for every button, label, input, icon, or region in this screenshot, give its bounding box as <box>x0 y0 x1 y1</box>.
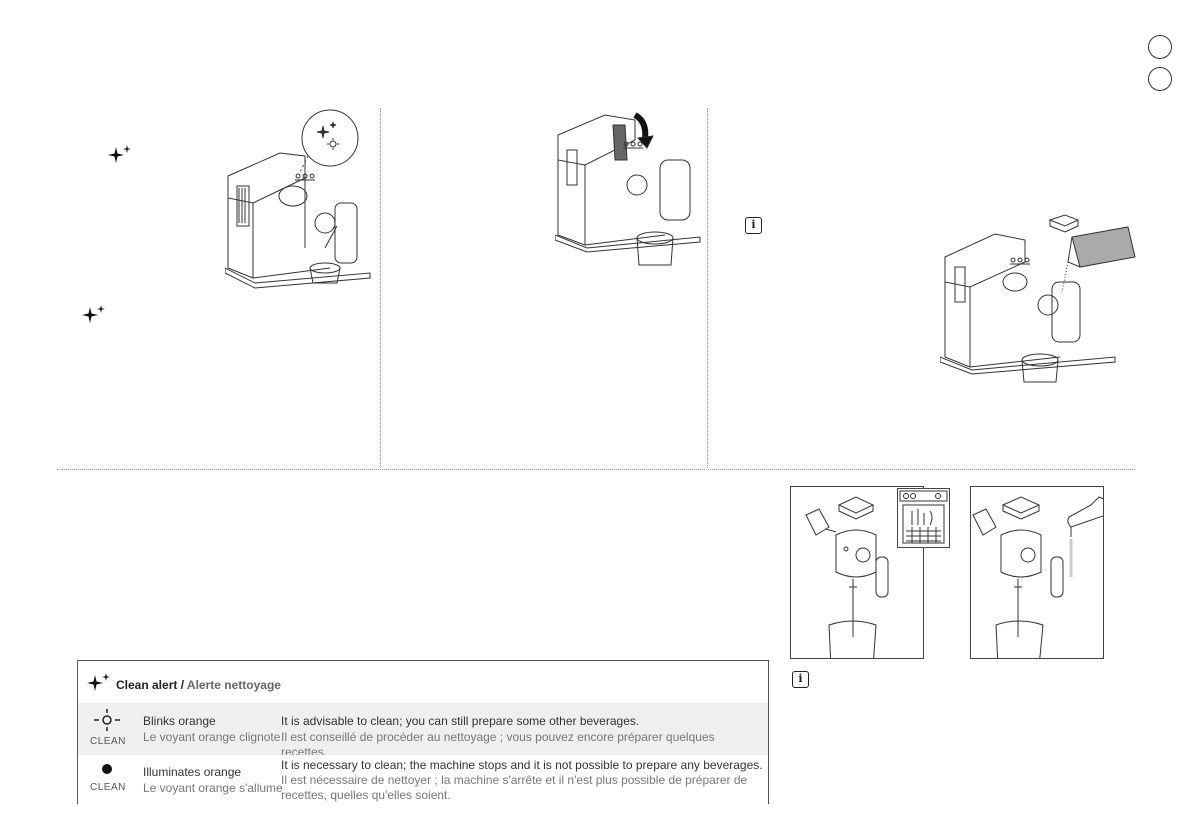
clean-alert-title-en: Clean alert / <box>116 678 185 692</box>
rinse-cleaning-panel <box>970 486 1112 668</box>
state-label-fr: Le voyant orange s'allume <box>143 781 283 795</box>
sparkle-icon <box>108 145 131 163</box>
milk-jug-parts-illustration <box>805 496 889 668</box>
section-divider <box>57 469 1135 470</box>
table-row-illuminates: CLEAN Illuminates orange Le voyant orang… <box>78 755 768 805</box>
clean-alert-header: Clean alert / Alerte nettoyage <box>78 661 768 703</box>
column-divider-1 <box>380 108 381 468</box>
dot-indicator-icon <box>102 764 112 774</box>
blink-indicator-icon <box>94 709 120 731</box>
description-en: It is advisable to clean; you can still … <box>281 714 640 728</box>
table-row-blinks: CLEAN Blinks orange Le voyant orange cli… <box>78 703 768 759</box>
sparkle-icon <box>82 305 105 323</box>
dishwasher-cleaning-panel <box>790 486 924 668</box>
column-divider-2 <box>707 108 708 468</box>
clean-alert-title-fr: Alerte nettoyage <box>186 678 281 692</box>
language-circle-fr <box>1148 67 1172 91</box>
state-label-fr: Le voyant orange clignote <box>143 730 281 744</box>
info-icon: i <box>745 217 762 234</box>
description-fr: Il est nécessaire de nettoyer ; la machi… <box>281 773 748 802</box>
state-label-en: Blinks orange <box>143 714 216 728</box>
info-icon: i <box>792 671 809 688</box>
machine-illustration-milk-fill <box>940 214 1136 383</box>
dishwasher-icon <box>897 488 950 548</box>
clean-indicator-label: CLEAN <box>90 736 126 747</box>
description-en: It is necessary to clean; the machine st… <box>281 758 763 772</box>
language-circle-en <box>1148 35 1172 59</box>
milk-jug-parts-rinse-illustration <box>972 496 1112 668</box>
clean-indicator-label: CLEAN <box>90 782 126 793</box>
machine-illustration-lever <box>555 112 701 266</box>
clean-alert-title: Clean alert / Alerte nettoyage <box>116 678 281 692</box>
state-label-en: Illuminates orange <box>143 765 242 779</box>
clean-alert-table: Clean alert / Alerte nettoyage CLEAN Bli… <box>77 660 769 805</box>
machine-illustration-clean-alert <box>225 109 371 289</box>
sparkle-icon <box>87 673 110 691</box>
